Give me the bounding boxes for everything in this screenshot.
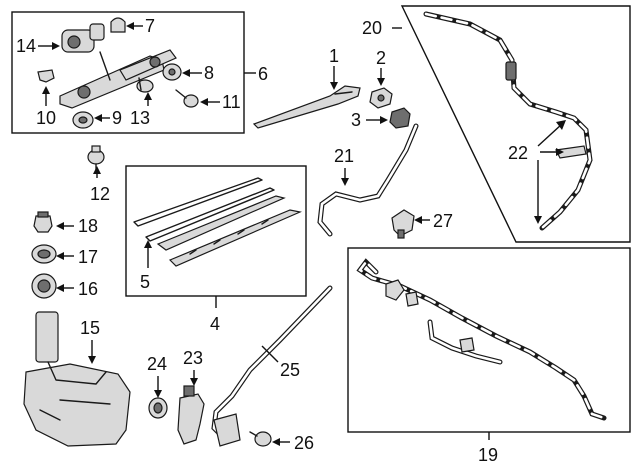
grommet-16[interactable] <box>31 273 57 299</box>
callout-23-label: 23 <box>183 348 203 368</box>
callout-11: 11 <box>200 92 241 112</box>
callout-3: 3 <box>351 110 388 130</box>
grommet-7[interactable] <box>110 17 126 33</box>
callout-12-label: 12 <box>90 184 110 204</box>
callout-24: 24 <box>147 354 167 398</box>
grommet-24[interactable] <box>148 397 168 419</box>
wiper-blades[interactable] <box>133 177 302 267</box>
callout-8-label: 8 <box>204 63 214 83</box>
callout-2-label: 2 <box>376 48 386 68</box>
bolt-11[interactable] <box>175 89 199 108</box>
callout-15: 15 <box>80 318 100 364</box>
callout-15-label: 15 <box>80 318 100 338</box>
callout-23: 23 <box>183 348 203 386</box>
wiper-motor[interactable] <box>61 23 105 53</box>
callout-9: 9 <box>94 108 122 128</box>
callout-26: 26 <box>272 433 314 453</box>
callout-22: 22 <box>508 120 566 224</box>
callout-10-label: 10 <box>36 108 56 128</box>
callout-21-label: 21 <box>334 146 354 166</box>
callout-8: 8 <box>182 63 214 83</box>
clip-26[interactable] <box>249 431 272 447</box>
callout-27-label: 27 <box>433 211 453 231</box>
hood-hose-group-box <box>392 5 631 243</box>
callout-7-label: 7 <box>145 16 155 36</box>
callout-21: 21 <box>334 146 354 186</box>
callout-14-label: 14 <box>16 36 36 56</box>
hose-assembly-group-box <box>347 247 631 440</box>
screw-12[interactable] <box>87 145 105 171</box>
callout-25-label: 25 <box>280 360 300 380</box>
callout-20-label: 20 <box>362 18 382 38</box>
callout-6-label: 6 <box>258 64 268 84</box>
callout-25: 25 <box>261 345 300 380</box>
callout-18: 18 <box>56 216 98 236</box>
callout-20: 20 <box>362 18 382 38</box>
seal-17[interactable] <box>31 244 57 264</box>
washer-nozzle[interactable] <box>391 209 415 239</box>
washer-hose-assembly[interactable] <box>356 258 607 421</box>
clip-10[interactable] <box>37 69 55 83</box>
callout-14: 14 <box>16 36 60 56</box>
callout-5: 5 <box>140 240 152 292</box>
pivot-cap-9[interactable] <box>72 111 94 129</box>
linkage-group-box <box>11 11 256 134</box>
cap-18[interactable] <box>33 211 53 233</box>
callout-4: 4 <box>210 314 220 334</box>
hood-washer-hose[interactable] <box>423 11 593 231</box>
callout-1: 1 <box>329 46 339 90</box>
callout-3-label: 3 <box>351 110 361 130</box>
callout-19-label: 19 <box>478 445 498 465</box>
bolt-13[interactable] <box>136 77 154 93</box>
callout-6: 6 <box>258 64 268 84</box>
pivot-cover-3[interactable] <box>389 107 411 129</box>
nut-2[interactable] <box>369 87 393 109</box>
callout-11-label: 11 <box>222 92 241 112</box>
callout-13-label: 13 <box>130 108 150 128</box>
callout-5-label: 5 <box>140 272 150 292</box>
callout-18-label: 18 <box>78 216 98 236</box>
callout-27: 27 <box>414 211 453 231</box>
callout-17: 17 <box>56 247 98 267</box>
washer-pump[interactable] <box>177 385 205 445</box>
callout-16-label: 16 <box>78 279 98 299</box>
callout-26-label: 26 <box>294 433 314 453</box>
callout-22-label: 22 <box>508 143 528 163</box>
washer-hose-21[interactable] <box>317 123 419 237</box>
wiper-linkage[interactable] <box>59 49 177 109</box>
callout-17-label: 17 <box>78 247 98 267</box>
callout-10: 10 <box>36 86 56 128</box>
callout-9-label: 9 <box>112 108 122 128</box>
nut-8[interactable] <box>162 63 182 81</box>
callout-2: 2 <box>376 48 386 86</box>
callout-4-label: 4 <box>210 314 220 334</box>
callout-7: 7 <box>126 16 155 36</box>
wiper-arm[interactable] <box>252 85 361 129</box>
callout-16: 16 <box>56 279 98 299</box>
callout-12: 12 <box>90 166 110 204</box>
callout-19: 19 <box>478 445 498 465</box>
blade-group-box <box>125 165 307 308</box>
washer-hose-25[interactable] <box>211 285 333 447</box>
callout-13: 13 <box>130 92 152 128</box>
callout-1-label: 1 <box>329 46 339 66</box>
washer-reservoir[interactable] <box>23 311 131 447</box>
callout-24-label: 24 <box>147 354 167 374</box>
